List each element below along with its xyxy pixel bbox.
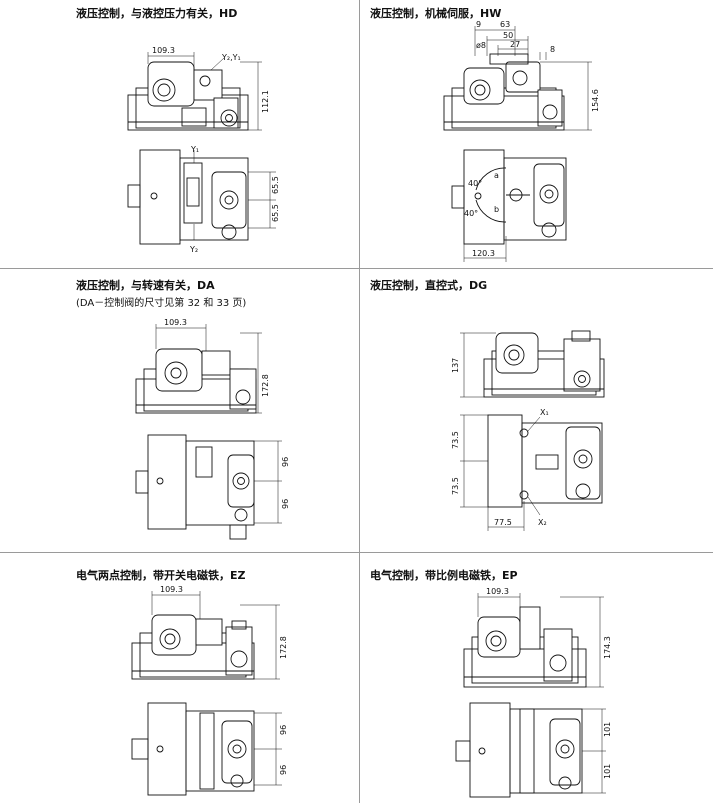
dim-width-top: 109.3: [486, 587, 509, 596]
grid-row-divider-2: [0, 552, 713, 553]
dim-width-top: 109.3: [152, 46, 175, 55]
dimension-lines-hd-top: [147, 52, 262, 131]
dim-width: 77.5: [494, 518, 512, 527]
panel-hd: 液压控制，与液控压力有关，HD 109.3 Y₂,Y₁: [0, 0, 359, 268]
dim-65-upper: 65.5: [271, 176, 280, 194]
dim-96-upper: 96: [281, 457, 290, 467]
panel-title: 电气控制，带比例电磁铁，EP: [370, 569, 518, 582]
dim-width-top: 109.3: [160, 585, 183, 594]
dim-angle-40-upper: 40°: [468, 179, 482, 188]
dim-height: 172.8: [261, 374, 270, 397]
panel-hw: 液压控制，机械伺服，HW: [360, 0, 713, 268]
dim-101-lower: 101: [603, 764, 612, 779]
panel-subtitle: (DA－控制阀的尺寸见第 32 和 33 页): [76, 298, 247, 309]
panel-ep: 电气控制，带比例电磁铁，EP 109.3 174.3: [360, 553, 713, 803]
dimension-lines-da: [155, 324, 262, 414]
pump-side-view: [135, 348, 257, 414]
label-b: b: [494, 205, 499, 214]
grid-vertical-divider: [359, 0, 360, 803]
pump-top-view: [455, 702, 606, 798]
drawing-hw: 9 63 50 27 ø8 8 154.6 40° 40° a b: [443, 20, 600, 262]
dimension-lines-hw: [474, 26, 592, 131]
pump-top-view: [460, 414, 603, 531]
dim-96-upper: 96: [279, 725, 288, 735]
label-y2: Y₂: [189, 245, 198, 254]
dimension-lines-ez: [151, 591, 280, 680]
label-x1: X₁: [540, 408, 549, 417]
grid-row-divider-1: [0, 268, 713, 269]
dim-73-upper: 73.5: [451, 431, 460, 449]
dim-50: 50: [503, 31, 513, 40]
label-a: a: [494, 171, 499, 180]
panel-title: 液压控制，与转速有关，DA: [76, 279, 215, 292]
label-y2y1: Y₂,Y₁: [221, 53, 241, 62]
panel-da: 液压控制，与转速有关，DA (DA－控制阀的尺寸见第 32 和 33 页) 10…: [0, 269, 359, 552]
drawing-dg: 137 X₁ X₂ 73.5 73.5 77.5: [451, 330, 605, 531]
panel-dg: 液压控制，直控式，DG 137: [360, 269, 713, 552]
dim-27: 27: [510, 40, 520, 49]
dim-73-lower: 73.5: [451, 477, 460, 495]
dim-height: 174.3: [603, 636, 612, 659]
dim-width: 120.3: [472, 249, 495, 258]
dim-9: 9: [476, 20, 481, 29]
panel-title: 液压控制，与液控压力有关，HD: [76, 7, 238, 20]
label-y1: Y₁: [190, 145, 199, 154]
dim-angle-40-lower: 40°: [464, 209, 478, 218]
dim-height: 112.1: [261, 90, 270, 113]
drawing-ez: 109.3 172.8 96 96: [131, 585, 288, 796]
dim-96-lower: 96: [281, 499, 290, 509]
pump-top-view: [135, 434, 282, 540]
label-x2: X₂: [538, 518, 547, 527]
dim-65-lower: 65.5: [271, 204, 280, 222]
pump-side-view: [463, 606, 587, 688]
panel-title: 液压控制，机械伺服，HW: [370, 7, 502, 20]
dimension-lines-hw-bottom: [463, 236, 507, 262]
dimension-lines-dg: [460, 332, 496, 398]
dim-height: 154.6: [591, 89, 600, 112]
dimension-lines-ep: [477, 593, 604, 688]
pump-side-view: [483, 330, 605, 398]
dim-8: 8: [550, 45, 555, 54]
panel-title: 电气两点控制，带开关电磁铁，EZ: [76, 569, 246, 582]
pump-side-view: [127, 61, 249, 131]
pump-top-view: [131, 702, 282, 796]
panel-title: 液压控制，直控式，DG: [370, 279, 488, 292]
panel-ez: 电气两点控制，带开关电磁铁，EZ 109.3 172.8: [0, 553, 359, 803]
dim-101-upper: 101: [603, 722, 612, 737]
dim-width-top: 109.3: [164, 318, 187, 327]
drawing-ep: 109.3 174.3 101 101: [455, 587, 612, 798]
drawing-da: 109.3 172.8 96 96: [135, 318, 290, 540]
drawing-hd: 109.3 Y₂,Y₁ 112.1 Y₁ Y₂ 65.5 65.5: [127, 46, 280, 254]
dim-63: 63: [500, 20, 510, 29]
pump-top-view: [127, 149, 276, 245]
pump-top-view: [451, 149, 567, 245]
dim-height: 137: [451, 358, 460, 373]
dim-height: 172.8: [279, 636, 288, 659]
dim-phi8: ø8: [476, 41, 486, 50]
pump-side-view: [131, 614, 255, 680]
pump-side-view: [443, 53, 565, 131]
dim-96-lower: 96: [279, 765, 288, 775]
